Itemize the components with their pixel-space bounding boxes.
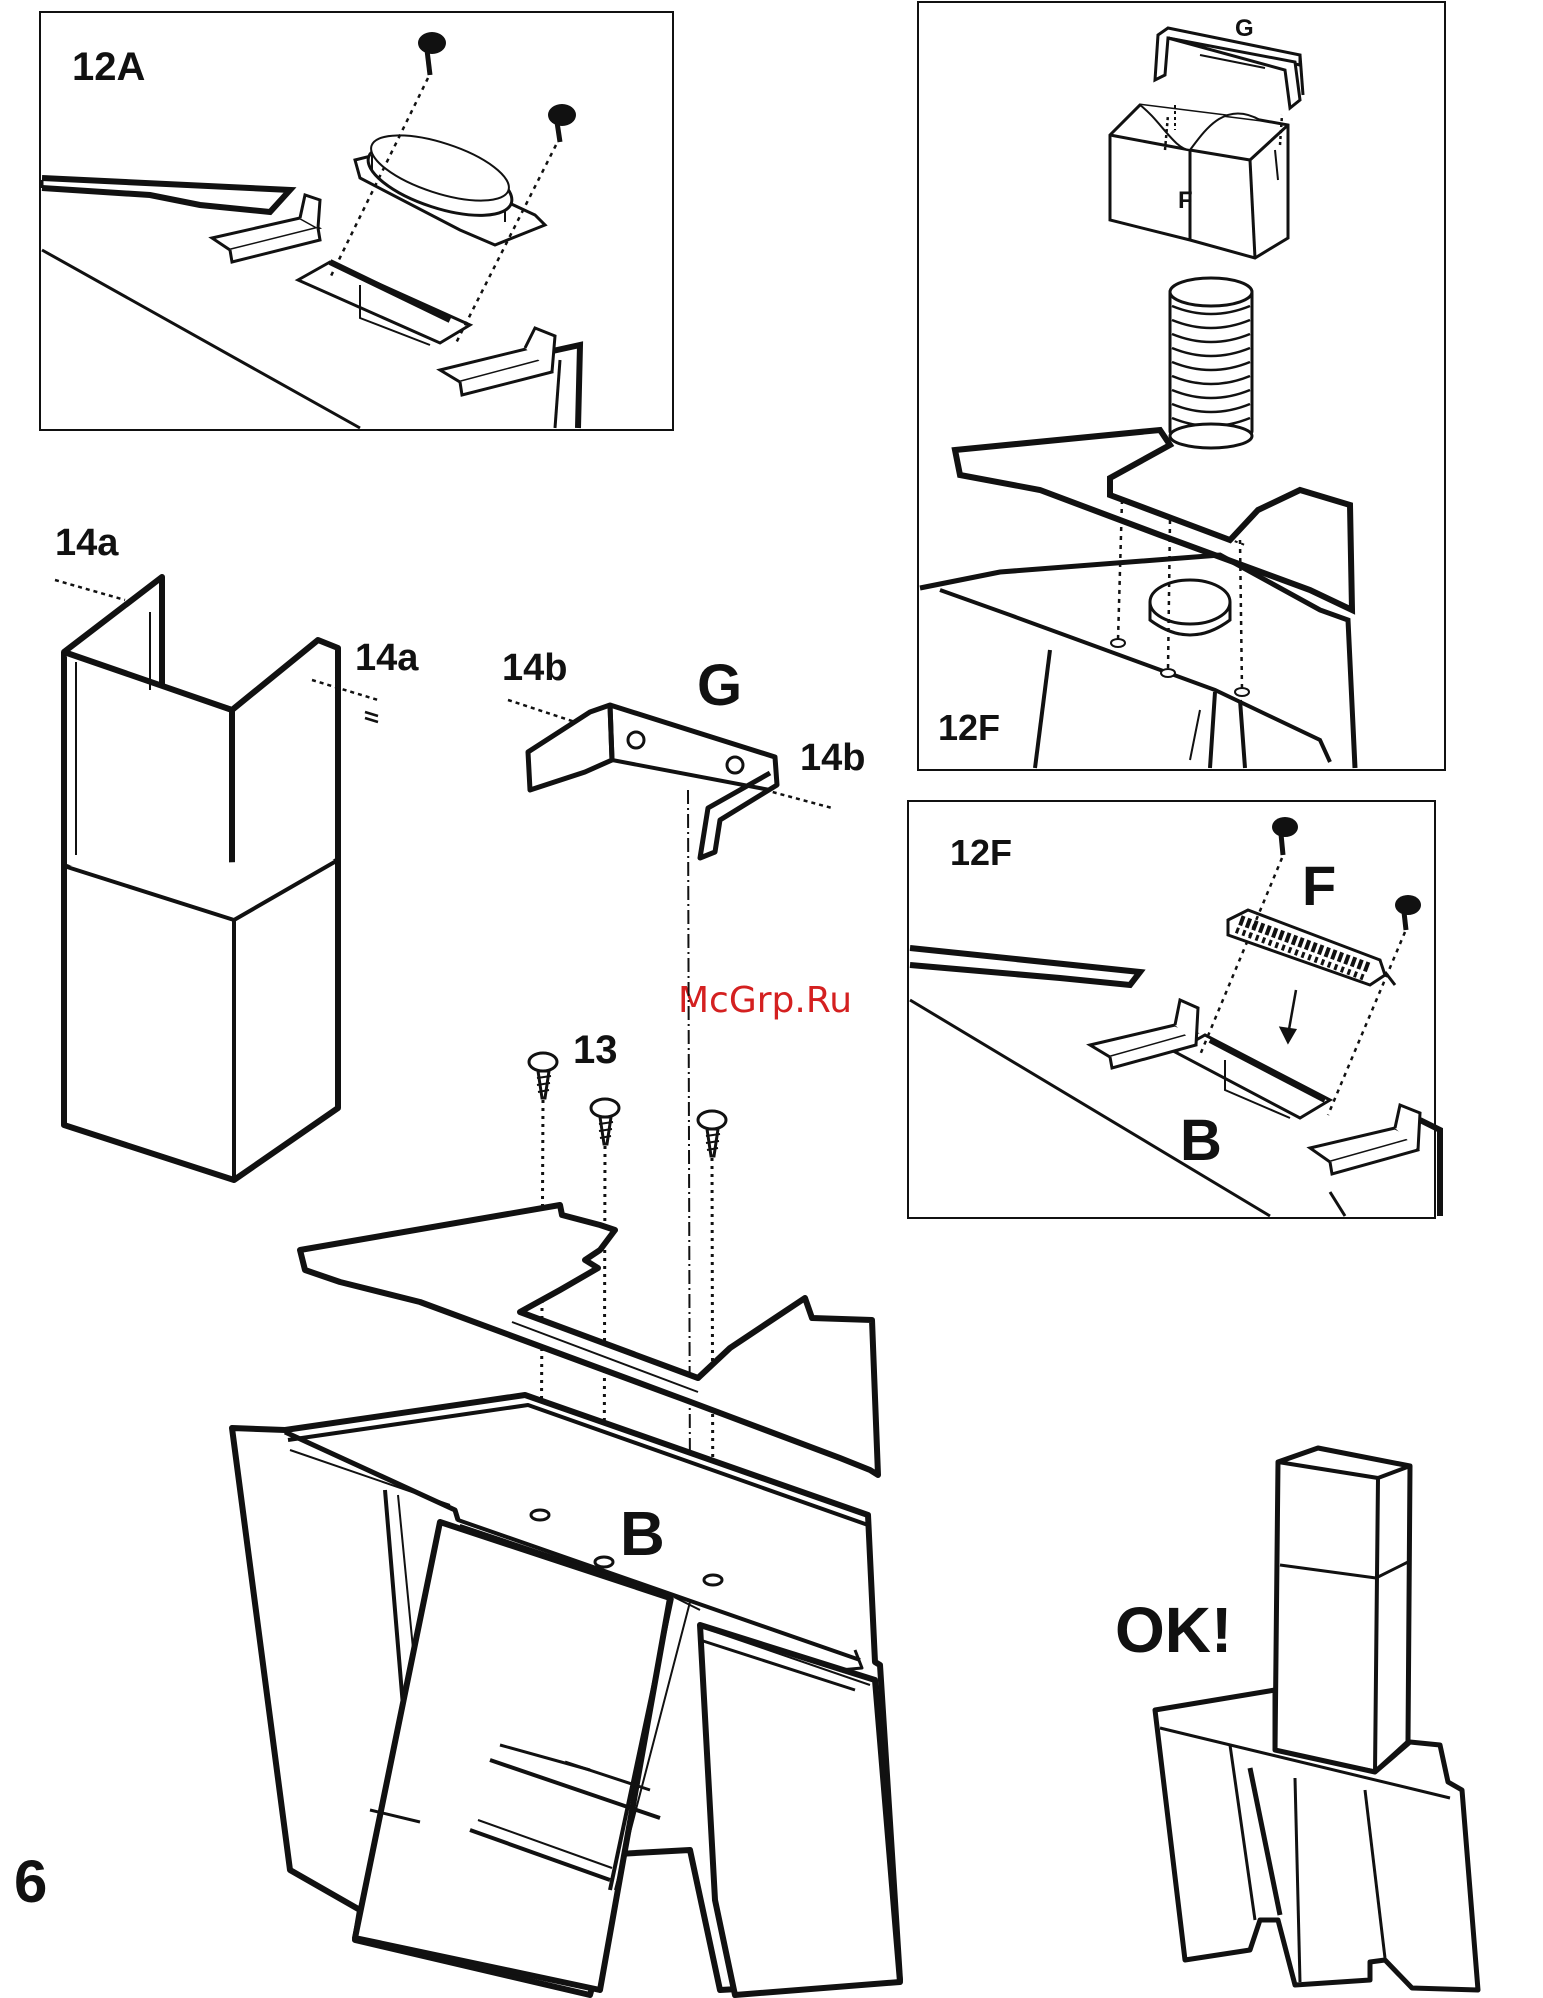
result-hood	[1155, 1448, 1478, 1990]
rail-left-12f	[1090, 1000, 1198, 1068]
part-b-label-12f-bottom: B	[1180, 1108, 1222, 1173]
slot-opening-12a	[298, 262, 470, 345]
panel-12f-top: 12F G F	[918, 2, 1445, 770]
screws-step-label: 13	[573, 1028, 618, 1072]
screw-icon-12a-right	[548, 104, 576, 142]
panel-12f-bottom: 12F F B	[908, 801, 1440, 1218]
panel-12f-top-label: 12F	[938, 707, 1000, 748]
screw-icon-12f-right	[1395, 895, 1421, 930]
chimney-14a	[64, 577, 338, 1180]
part-f-label-12f-bottom: F	[1302, 854, 1336, 917]
duct-collar-12f	[1150, 580, 1230, 635]
screw-icon-main-3	[698, 1111, 726, 1156]
right-side-panel	[700, 1625, 900, 1995]
bracket-g	[528, 705, 777, 858]
bracket-part-label: G	[697, 653, 742, 718]
flexible-duct	[1170, 278, 1252, 448]
screw-icon-12a-left	[418, 32, 446, 75]
top-cover-12f	[955, 430, 1352, 610]
panel-12f-bottom-label: 12F	[950, 832, 1012, 873]
hood-top-12f-bottom	[910, 948, 1440, 1216]
bracket-fix-label-left: 14b	[502, 647, 567, 689]
panel-12a-label: 12A	[72, 45, 145, 89]
part-g-label-12f: G	[1235, 15, 1254, 42]
panel-12a: 12A	[40, 12, 673, 430]
screw-icon-12f-left	[1272, 817, 1298, 855]
hood-part-label: B	[620, 1500, 665, 1569]
screw-holes-12f-top	[1111, 639, 1249, 696]
adapter-box-f	[1110, 105, 1288, 258]
page-number: 6	[14, 1848, 47, 1915]
bracket-hole-right	[727, 757, 743, 773]
grease-filter-f	[1228, 910, 1395, 985]
screw-icon-main-1	[529, 1053, 557, 1098]
slot-opening-12f	[1175, 1035, 1330, 1118]
rail-right-12f	[1310, 1105, 1420, 1174]
bracket-fix-label-right: 14b	[800, 737, 865, 779]
bracket-g-small	[1155, 28, 1303, 108]
watermark: McGrp.Ru	[678, 980, 852, 1021]
main-assembly: 14a 14a G 14b 14b McGrp.Ru 13	[55, 522, 900, 1995]
screw-icon-main-2	[591, 1099, 619, 1144]
bracket-hole-left	[628, 732, 644, 748]
chimney-fix-label-left: 14a	[55, 522, 119, 564]
insert-arrow-icon	[1281, 990, 1296, 1042]
result-label: OK!	[1115, 1594, 1232, 1666]
part-f-label-12f-top: F	[1178, 187, 1193, 214]
chimney-fix-label-right: 14a	[355, 637, 419, 679]
flange-adapter	[355, 122, 545, 245]
